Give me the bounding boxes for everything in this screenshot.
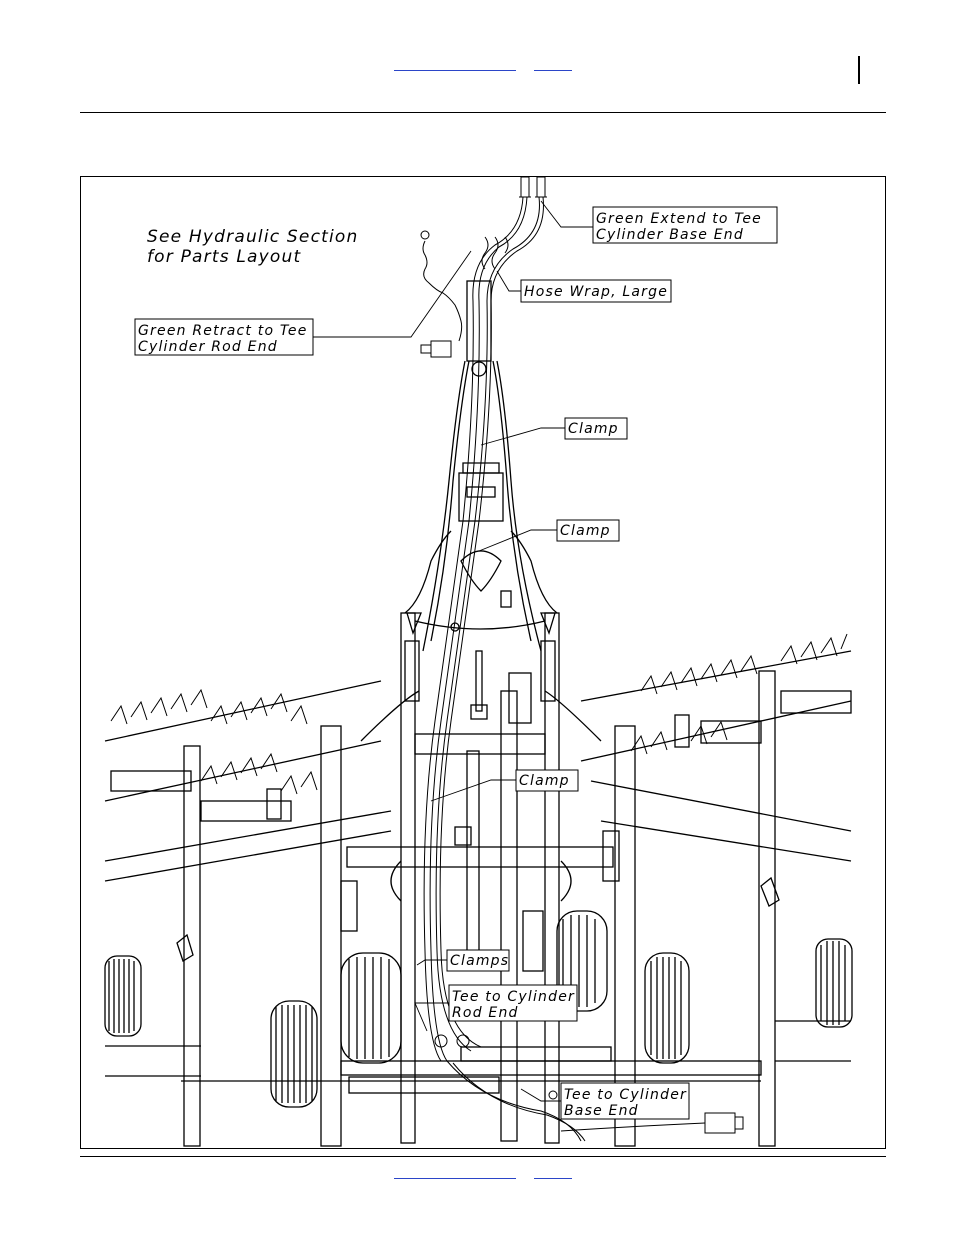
left-wing — [105, 681, 391, 1146]
diagram-frame: See Hydraulic Section for Parts Layout G… — [80, 176, 886, 1149]
header-link-1[interactable] — [394, 56, 516, 71]
callout-tee-base-line-1: Tee to Cylinder — [564, 1087, 687, 1103]
callout-green-extend: Green Extend to Tee Cylinder Base End — [593, 207, 777, 243]
callout-tee-rod-line-1: Tee to Cylinder — [452, 989, 575, 1005]
footer-rule — [80, 1156, 886, 1157]
callout-clamps-text: Clamps — [450, 953, 509, 969]
callout-green-retract: Green Retract to Tee Cylinder Rod End — [135, 319, 313, 355]
callout-clamp-lower-text: Clamp — [519, 773, 570, 789]
hose-routing-diagram: See Hydraulic Section for Parts Layout G… — [81, 177, 885, 1148]
callout-hose-wrap: Hose Wrap, Large — [521, 280, 671, 302]
callout-green-retract-line-1: Green Retract to Tee — [138, 323, 308, 339]
callout-tee-rod: Tee to Cylinder Rod End — [449, 985, 577, 1021]
header-rule — [80, 112, 886, 113]
callout-clamp-middle: Clamp — [557, 520, 619, 541]
left-disc-blades — [111, 690, 317, 794]
callout-clamp-middle-text: Clamp — [560, 523, 611, 539]
callout-green-extend-line-2: Cylinder Base End — [596, 227, 744, 243]
callout-green-extend-line-1: Green Extend to Tee — [596, 211, 762, 227]
callout-hose-wrap-text: Hose Wrap, Large — [524, 284, 668, 300]
callout-clamp-upper-text: Clamp — [568, 421, 619, 437]
callout-clamp-lower: Clamp — [516, 770, 578, 791]
callout-tee-base: Tee to Cylinder Base End — [561, 1083, 689, 1119]
right-wing — [581, 634, 852, 1146]
callout-clamp-upper: Clamp — [565, 418, 627, 439]
note-line-1: See Hydraulic Section — [147, 227, 359, 247]
footer-link-1[interactable] — [394, 1164, 516, 1179]
callout-tee-rod-line-2: Rod End — [452, 1005, 519, 1021]
right-disc-blades — [631, 634, 847, 754]
footer-link-2[interactable] — [534, 1164, 572, 1179]
callout-tee-base-line-2: Base End — [564, 1103, 639, 1119]
callout-clamps: Clamps — [447, 950, 509, 971]
center-frame — [181, 613, 761, 1143]
header-page-marker — [858, 56, 860, 84]
callout-green-retract-line-2: Cylinder Rod End — [138, 339, 278, 355]
note-line-2: for Parts Layout — [147, 247, 301, 267]
header-link-2[interactable] — [534, 56, 572, 71]
